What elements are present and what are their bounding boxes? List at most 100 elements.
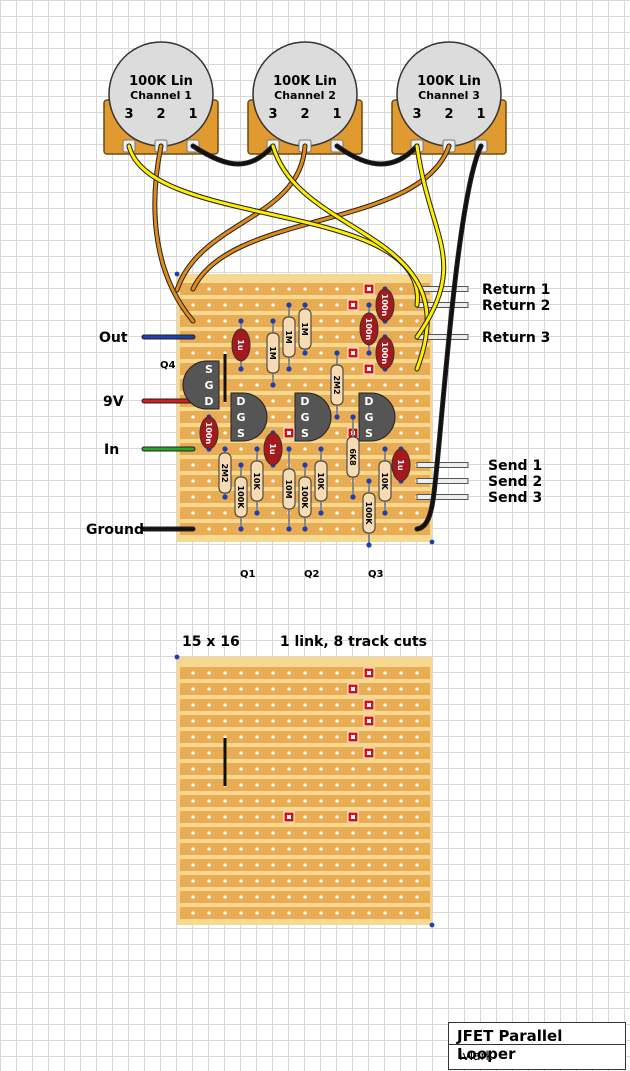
pot-pin-number: 1 (332, 107, 341, 122)
board2-hole (191, 735, 195, 739)
capacitor-body (359, 312, 379, 346)
board2-corner-marker (174, 654, 180, 660)
capacitor-value: 100n (380, 342, 389, 365)
board2-hole (319, 767, 323, 771)
board2-hole (255, 879, 259, 883)
board2-hole (191, 783, 195, 787)
board2-hole (335, 767, 339, 771)
board1-hole (207, 303, 211, 307)
board2-hole (367, 911, 371, 915)
board1-hole (223, 415, 227, 419)
board2-hole (303, 703, 307, 707)
board2-hole (303, 863, 307, 867)
board1-hole (223, 527, 227, 531)
board2-hole (223, 687, 227, 691)
capacitor: 1u (263, 430, 283, 468)
board1-hole (415, 431, 419, 435)
stripboard-cut-view (174, 654, 435, 928)
send-2-wire (416, 478, 469, 484)
board1-hole (303, 447, 307, 451)
resistor-body (218, 452, 232, 494)
capacitor: 100n (375, 286, 395, 324)
board2-hole (399, 687, 403, 691)
board2-hole (287, 767, 291, 771)
board1-hole (207, 463, 211, 467)
board1-hole (351, 319, 355, 323)
board2-hole (255, 799, 259, 803)
board2-hole (351, 831, 355, 835)
board2-hole (303, 799, 307, 803)
capacitor: 1u (391, 446, 411, 484)
resistor-value: 6K8 (348, 448, 357, 466)
board2-hole (399, 863, 403, 867)
label-send-3: Send 3 (488, 490, 542, 506)
board1-hole (207, 287, 211, 291)
track-cut-hole (367, 703, 371, 707)
board1-hole (319, 351, 323, 355)
track-cut-hole (351, 351, 355, 355)
transistor-pin-label: D (236, 395, 245, 408)
board1-hole (335, 463, 339, 467)
wiring-over (126, 143, 484, 532)
board2-hole (335, 703, 339, 707)
board1-hole (335, 303, 339, 307)
board1-hole (351, 383, 355, 387)
board2-hole (191, 767, 195, 771)
board2-hole (239, 735, 243, 739)
board2-hole (271, 863, 275, 867)
board1-hole (191, 463, 195, 467)
board2-hole (207, 879, 211, 883)
board1-hole (255, 351, 259, 355)
board1-hole (191, 495, 195, 499)
board2-hole (239, 911, 243, 915)
board1-hole (191, 351, 195, 355)
board2-hole (287, 831, 291, 835)
board2-hole (255, 831, 259, 835)
board2-hole (415, 767, 419, 771)
board2-hole (287, 735, 291, 739)
board1-hole (415, 399, 419, 403)
board2-hole (191, 831, 195, 835)
board2-hole (239, 783, 243, 787)
resistor: 6K8 (346, 414, 360, 500)
board1-hole (223, 319, 227, 323)
board2-hole (271, 767, 275, 771)
resistor-value: 10K (252, 472, 261, 490)
board1-hole (207, 527, 211, 531)
resistor-value: 10M (284, 479, 293, 498)
resistor-value: 1M (268, 346, 277, 360)
board2-hole (287, 895, 291, 899)
board2-hole (255, 703, 259, 707)
board2-hole (191, 719, 195, 723)
board2-hole (303, 719, 307, 723)
resistor-value: 1M (300, 322, 309, 336)
board2-hole (351, 703, 355, 707)
pot-channel-label: Channel 2 (274, 89, 336, 102)
transistor-pin-label: S (205, 363, 213, 376)
board2-hole (335, 863, 339, 867)
capacitor-value: 100n (380, 294, 389, 317)
board2-hole (287, 911, 291, 915)
board2-hole (255, 863, 259, 867)
board2-hole (367, 687, 371, 691)
board2-hole (319, 719, 323, 723)
board2-hole (383, 911, 387, 915)
board2-hole (207, 895, 211, 899)
board2-hole (271, 895, 275, 899)
board1-hole (271, 415, 275, 419)
board1-hole (271, 303, 275, 307)
board1-hole (255, 303, 259, 307)
board2-hole (207, 911, 211, 915)
diagram-author: IvIark (459, 1049, 493, 1063)
board2-hole (223, 847, 227, 851)
board1-hole (191, 415, 195, 419)
board2-hole (303, 751, 307, 755)
board2-hole (351, 751, 355, 755)
board2-hole (399, 879, 403, 883)
board1-hole (415, 319, 419, 323)
board2-hole (351, 767, 355, 771)
label-return-1: Return 1 (482, 282, 550, 298)
capacitor: 100n (359, 302, 379, 356)
board2-hole (191, 911, 195, 915)
